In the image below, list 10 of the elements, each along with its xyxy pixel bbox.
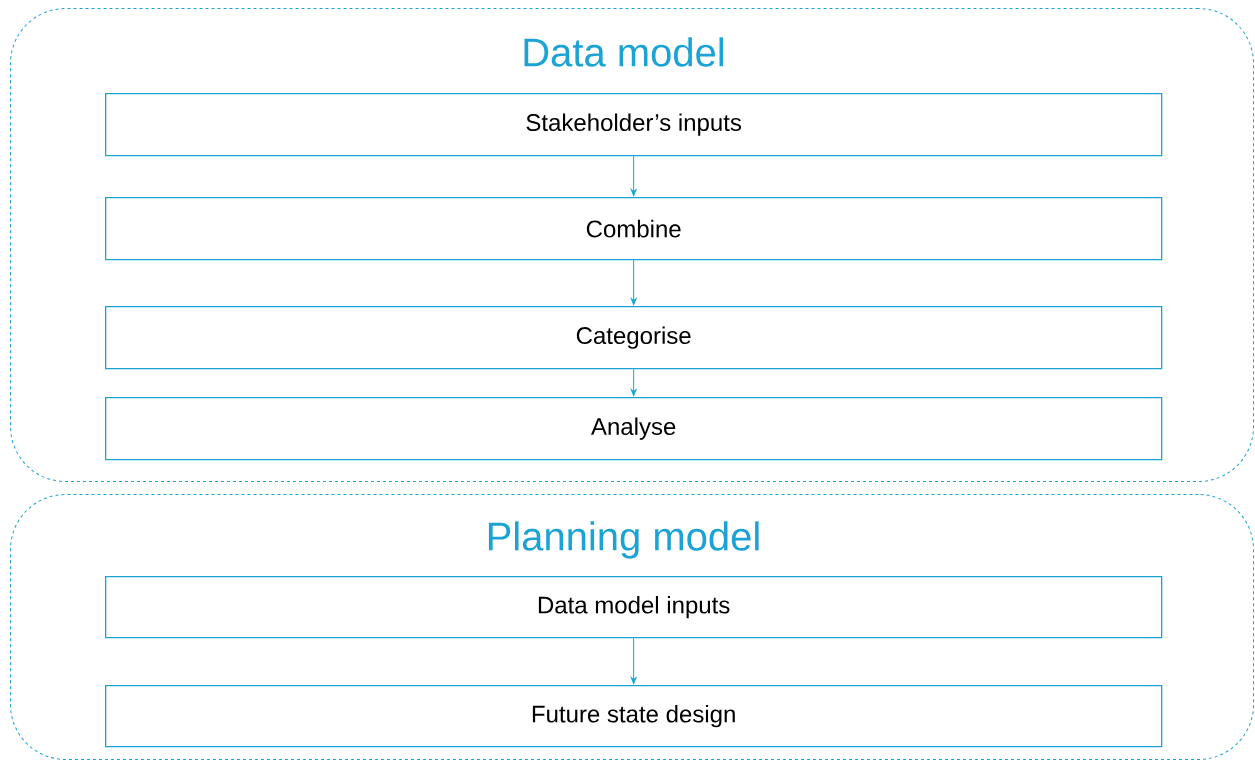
arrow [630,637,637,685]
process-box: Future state design [105,685,1163,748]
process-box: Data model inputs [105,576,1163,639]
arrow [630,259,637,306]
process-box: Analyse [105,397,1163,461]
process-box: Stakeholder’s inputs [105,93,1163,157]
process-box: Categorise [105,306,1163,370]
process-box: Combine [105,197,1163,261]
arrow [630,368,637,397]
arrow [630,155,637,197]
